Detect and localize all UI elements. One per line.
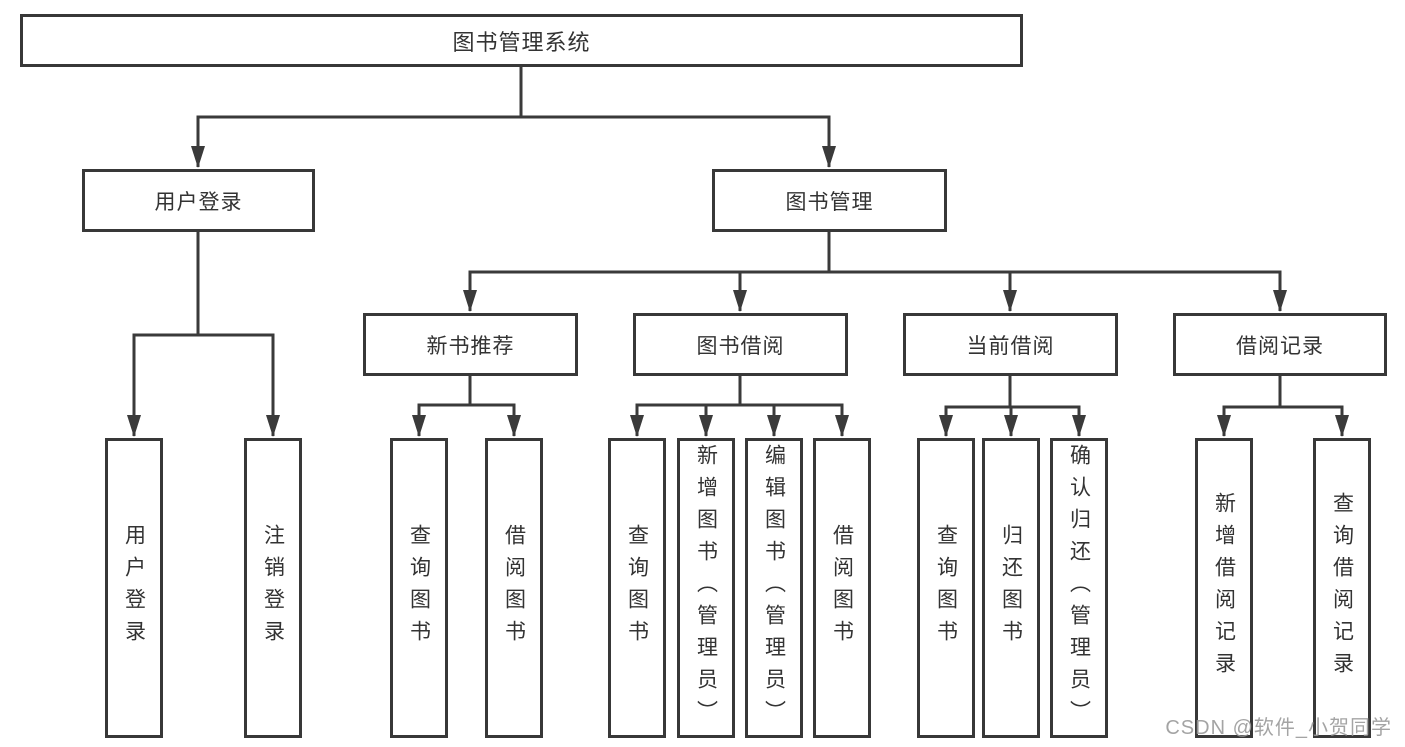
node-label: 用户登录 <box>154 190 243 214</box>
leaf-label: 用户登录 <box>122 524 146 652</box>
node-label: 图书管理系统 <box>452 29 591 55</box>
leaf-query-book: 查询图书 <box>917 438 975 738</box>
node-borrow-record: 借阅记录 <box>1173 313 1387 376</box>
leaf-label: 借阅图书 <box>830 524 854 652</box>
leaf-return-book: 归还图书 <box>982 438 1040 738</box>
node-label: 借阅记录 <box>1236 334 1324 358</box>
leaf-query-book: 查询图书 <box>608 438 666 738</box>
leaf-label: 查询图书 <box>934 524 958 652</box>
leaf-confirm-return-admin: 确认归还（管理员） <box>1050 438 1108 738</box>
node-new-book-recommend: 新书推荐 <box>363 313 578 376</box>
node-current-borrow: 当前借阅 <box>903 313 1118 376</box>
leaf-label: 新增借阅记录 <box>1212 492 1236 684</box>
leaf-logout: 注销登录 <box>244 438 302 738</box>
leaf-add-borrow-record: 新增借阅记录 <box>1195 438 1253 738</box>
leaf-label: 查询图书 <box>407 524 431 652</box>
leaf-label: 确认归还（管理员） <box>1067 444 1091 732</box>
node-label: 当前借阅 <box>966 334 1055 358</box>
node-user-login: 用户登录 <box>82 169 315 232</box>
leaf-borrow-book: 借阅图书 <box>485 438 543 738</box>
leaf-query-book: 查询图书 <box>390 438 448 738</box>
leaf-label: 借阅图书 <box>502 524 526 652</box>
node-book-management: 图书管理 <box>712 169 947 232</box>
node-root-system: 图书管理系统 <box>20 14 1023 67</box>
leaf-query-borrow-record: 查询借阅记录 <box>1313 438 1371 738</box>
leaf-user-login: 用户登录 <box>105 438 163 738</box>
node-label: 图书管理 <box>785 190 874 214</box>
leaf-add-book-admin: 新增图书（管理员） <box>677 438 735 738</box>
leaf-label: 注销登录 <box>261 524 285 652</box>
node-label: 新书推荐 <box>426 334 515 358</box>
leaf-label: 查询图书 <box>625 524 649 652</box>
leaf-label: 查询借阅记录 <box>1330 492 1354 684</box>
leaf-label: 归还图书 <box>999 524 1023 652</box>
node-label: 图书借阅 <box>696 334 785 358</box>
csdn-watermark: CSDN @软件_小贺同学 <box>1165 717 1392 739</box>
leaf-label: 编辑图书（管理员） <box>762 444 786 732</box>
node-book-borrow: 图书借阅 <box>633 313 848 376</box>
leaf-borrow-book: 借阅图书 <box>813 438 871 738</box>
leaf-label: 新增图书（管理员） <box>694 444 718 732</box>
leaf-edit-book-admin: 编辑图书（管理员） <box>745 438 803 738</box>
